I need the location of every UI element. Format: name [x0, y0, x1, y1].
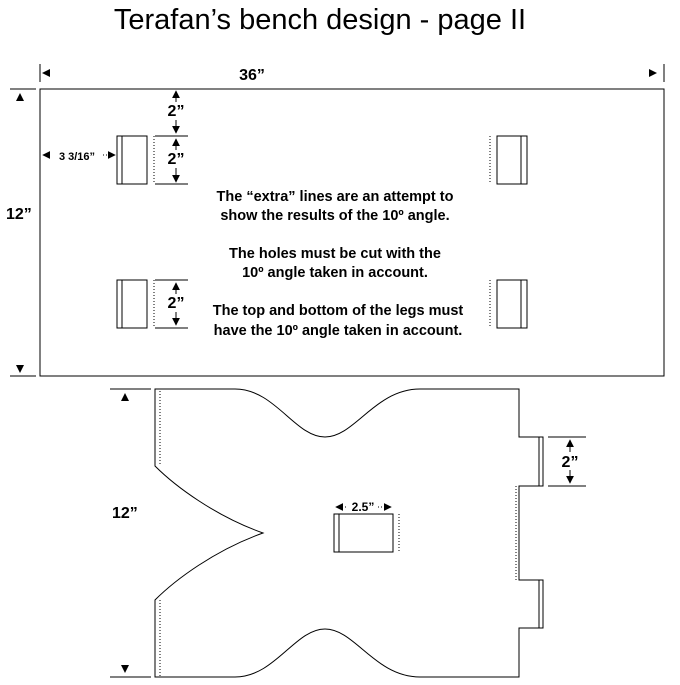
side-offset-label: 3 3/16” [59, 151, 95, 163]
bottom-hole-height-dimension: 2” [155, 279, 188, 329]
note-line: The “extra” lines are an attempt to [217, 189, 454, 205]
leg-hole-bottom-left [116, 279, 155, 329]
width-dimension: 36” [39, 64, 665, 84]
leg-height-label: 12” [112, 505, 138, 522]
tab-label: 2” [562, 454, 579, 471]
side-offset-dimension: 3 3/16” [42, 148, 116, 163]
top-height-label: 12” [6, 206, 32, 223]
leg-hole-top-right [489, 135, 528, 185]
leg-height-dimension: 12” [110, 388, 151, 678]
top-offset-dimension: 2” [155, 90, 188, 137]
note-line: have the 10º angle taken in account. [214, 323, 463, 339]
hole-width-label: 2.5” [352, 500, 375, 514]
leg-hole-top-left [116, 135, 155, 185]
page-title: Terafan’s bench design - page II [113, 4, 527, 36]
leg-outline [154, 388, 544, 678]
leg-hole-bottom-right [489, 279, 528, 329]
bench-top-outline [39, 88, 665, 377]
top-height-dimension: 12” [6, 88, 36, 377]
bottom-hole-height-label: 2” [168, 295, 185, 312]
hole-width-dimension: 2.5” [335, 499, 392, 514]
width-label: 36” [239, 67, 265, 84]
top-offset-label: 2” [168, 103, 185, 120]
note-line: The top and bottom of the legs must [213, 303, 464, 319]
leg-center-hole [333, 513, 400, 553]
note-line: The holes must be cut with the [229, 246, 441, 262]
tab-dimension: 2” [548, 436, 586, 487]
note-line: 10º angle taken in account. [242, 265, 428, 281]
hole-height-label: 2” [168, 151, 185, 168]
hole-height-dimension: 2” [155, 138, 188, 185]
angle-notes: The “extra” lines are an attempt to show… [213, 189, 464, 339]
note-line: show the results of the 10º angle. [220, 208, 449, 224]
